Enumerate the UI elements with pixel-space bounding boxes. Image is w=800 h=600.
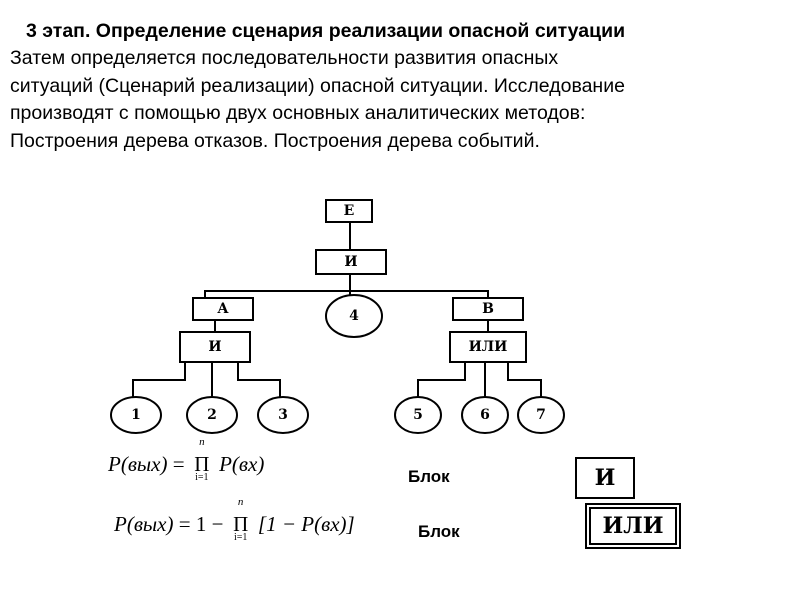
legend-or-gate-inner: ИЛИ — [589, 507, 677, 545]
legend-and-gate-label: И — [594, 465, 616, 491]
tree-connectors — [132, 222, 542, 398]
leaf-1-label: 1 — [131, 407, 141, 423]
event-b-label: В — [482, 301, 494, 317]
right-or-gate — [449, 331, 527, 363]
or-product-upper: n — [237, 496, 244, 508]
and-formula-equals: = — [172, 452, 185, 476]
leaf-1-circle — [110, 396, 162, 434]
and-product-lower: i=1 — [195, 472, 209, 483]
leaf-3-circle — [257, 396, 309, 434]
leaf-5-label: 5 — [413, 407, 423, 423]
root-and-gate — [315, 249, 387, 275]
leaf-7-circle — [517, 396, 565, 434]
block-label-or: Блок — [418, 522, 460, 541]
body-line-1: Затем определяется последовательности ра… — [10, 47, 559, 69]
and-formula-lhs: P(вых) — [108, 452, 168, 476]
and-product-upper: n — [199, 436, 205, 448]
and-probability-formula: P(вых) = n Π i=1 P(вх) — [108, 436, 265, 483]
event-4-circle — [325, 294, 383, 338]
right-gate-label: ИЛИ — [469, 339, 508, 355]
leaf-2-circle — [186, 396, 238, 434]
legend-or-gate-label: ИЛИ — [602, 513, 664, 539]
body-line-2: ситуаций (Сценарий реализации) опасной с… — [10, 74, 625, 97]
or-formula-lhs: P(вых) — [114, 512, 174, 536]
leaf-5-circle — [394, 396, 442, 434]
and-formula-rhs: P(вх) — [219, 452, 265, 476]
and-product-symbol: Π — [194, 452, 210, 476]
leaf-7-label: 7 — [536, 407, 546, 423]
and-product-operator: n Π i=1 — [193, 436, 211, 483]
leaf-2-label: 2 — [207, 407, 217, 423]
legend-or-gate-box: ИЛИ — [585, 503, 681, 549]
or-formula-equals: = 1 − — [178, 512, 224, 536]
or-probability-formula: P(вых) = 1 − n Π i=1 [1 − P(вх)] — [114, 496, 355, 543]
legend-and-gate-box: И — [575, 457, 635, 499]
body-line-3: производят с помощью двух основных анали… — [10, 102, 586, 124]
or-product-lower: i=1 — [233, 532, 248, 543]
event-a-box — [192, 297, 254, 321]
or-formula-rhs: [1 − P(вх)] — [257, 512, 355, 536]
leaf-3-label: 3 — [278, 407, 288, 423]
body-line-4: Построения дерева отказов. Построения де… — [10, 129, 540, 152]
left-and-gate — [179, 331, 251, 363]
slide-body-text: Затем определяется последовательности ра… — [10, 45, 795, 155]
slide-heading: 3 этап. Определение сценария реализации … — [26, 20, 626, 42]
or-product-symbol: Π — [233, 512, 249, 536]
event-4-label: 4 — [349, 308, 359, 324]
event-a-label: А — [217, 301, 229, 317]
event-b-box — [452, 297, 524, 321]
root-gate-label: И — [344, 254, 357, 270]
leaf-6-circle — [461, 396, 509, 434]
block-label-and: Блок — [408, 467, 450, 486]
or-product-operator: n Π i=1 — [232, 496, 250, 543]
left-gate-label: И — [208, 339, 221, 355]
top-event-label: Е — [344, 203, 355, 219]
leaf-6-label: 6 — [480, 407, 490, 423]
top-event-box — [325, 199, 373, 223]
